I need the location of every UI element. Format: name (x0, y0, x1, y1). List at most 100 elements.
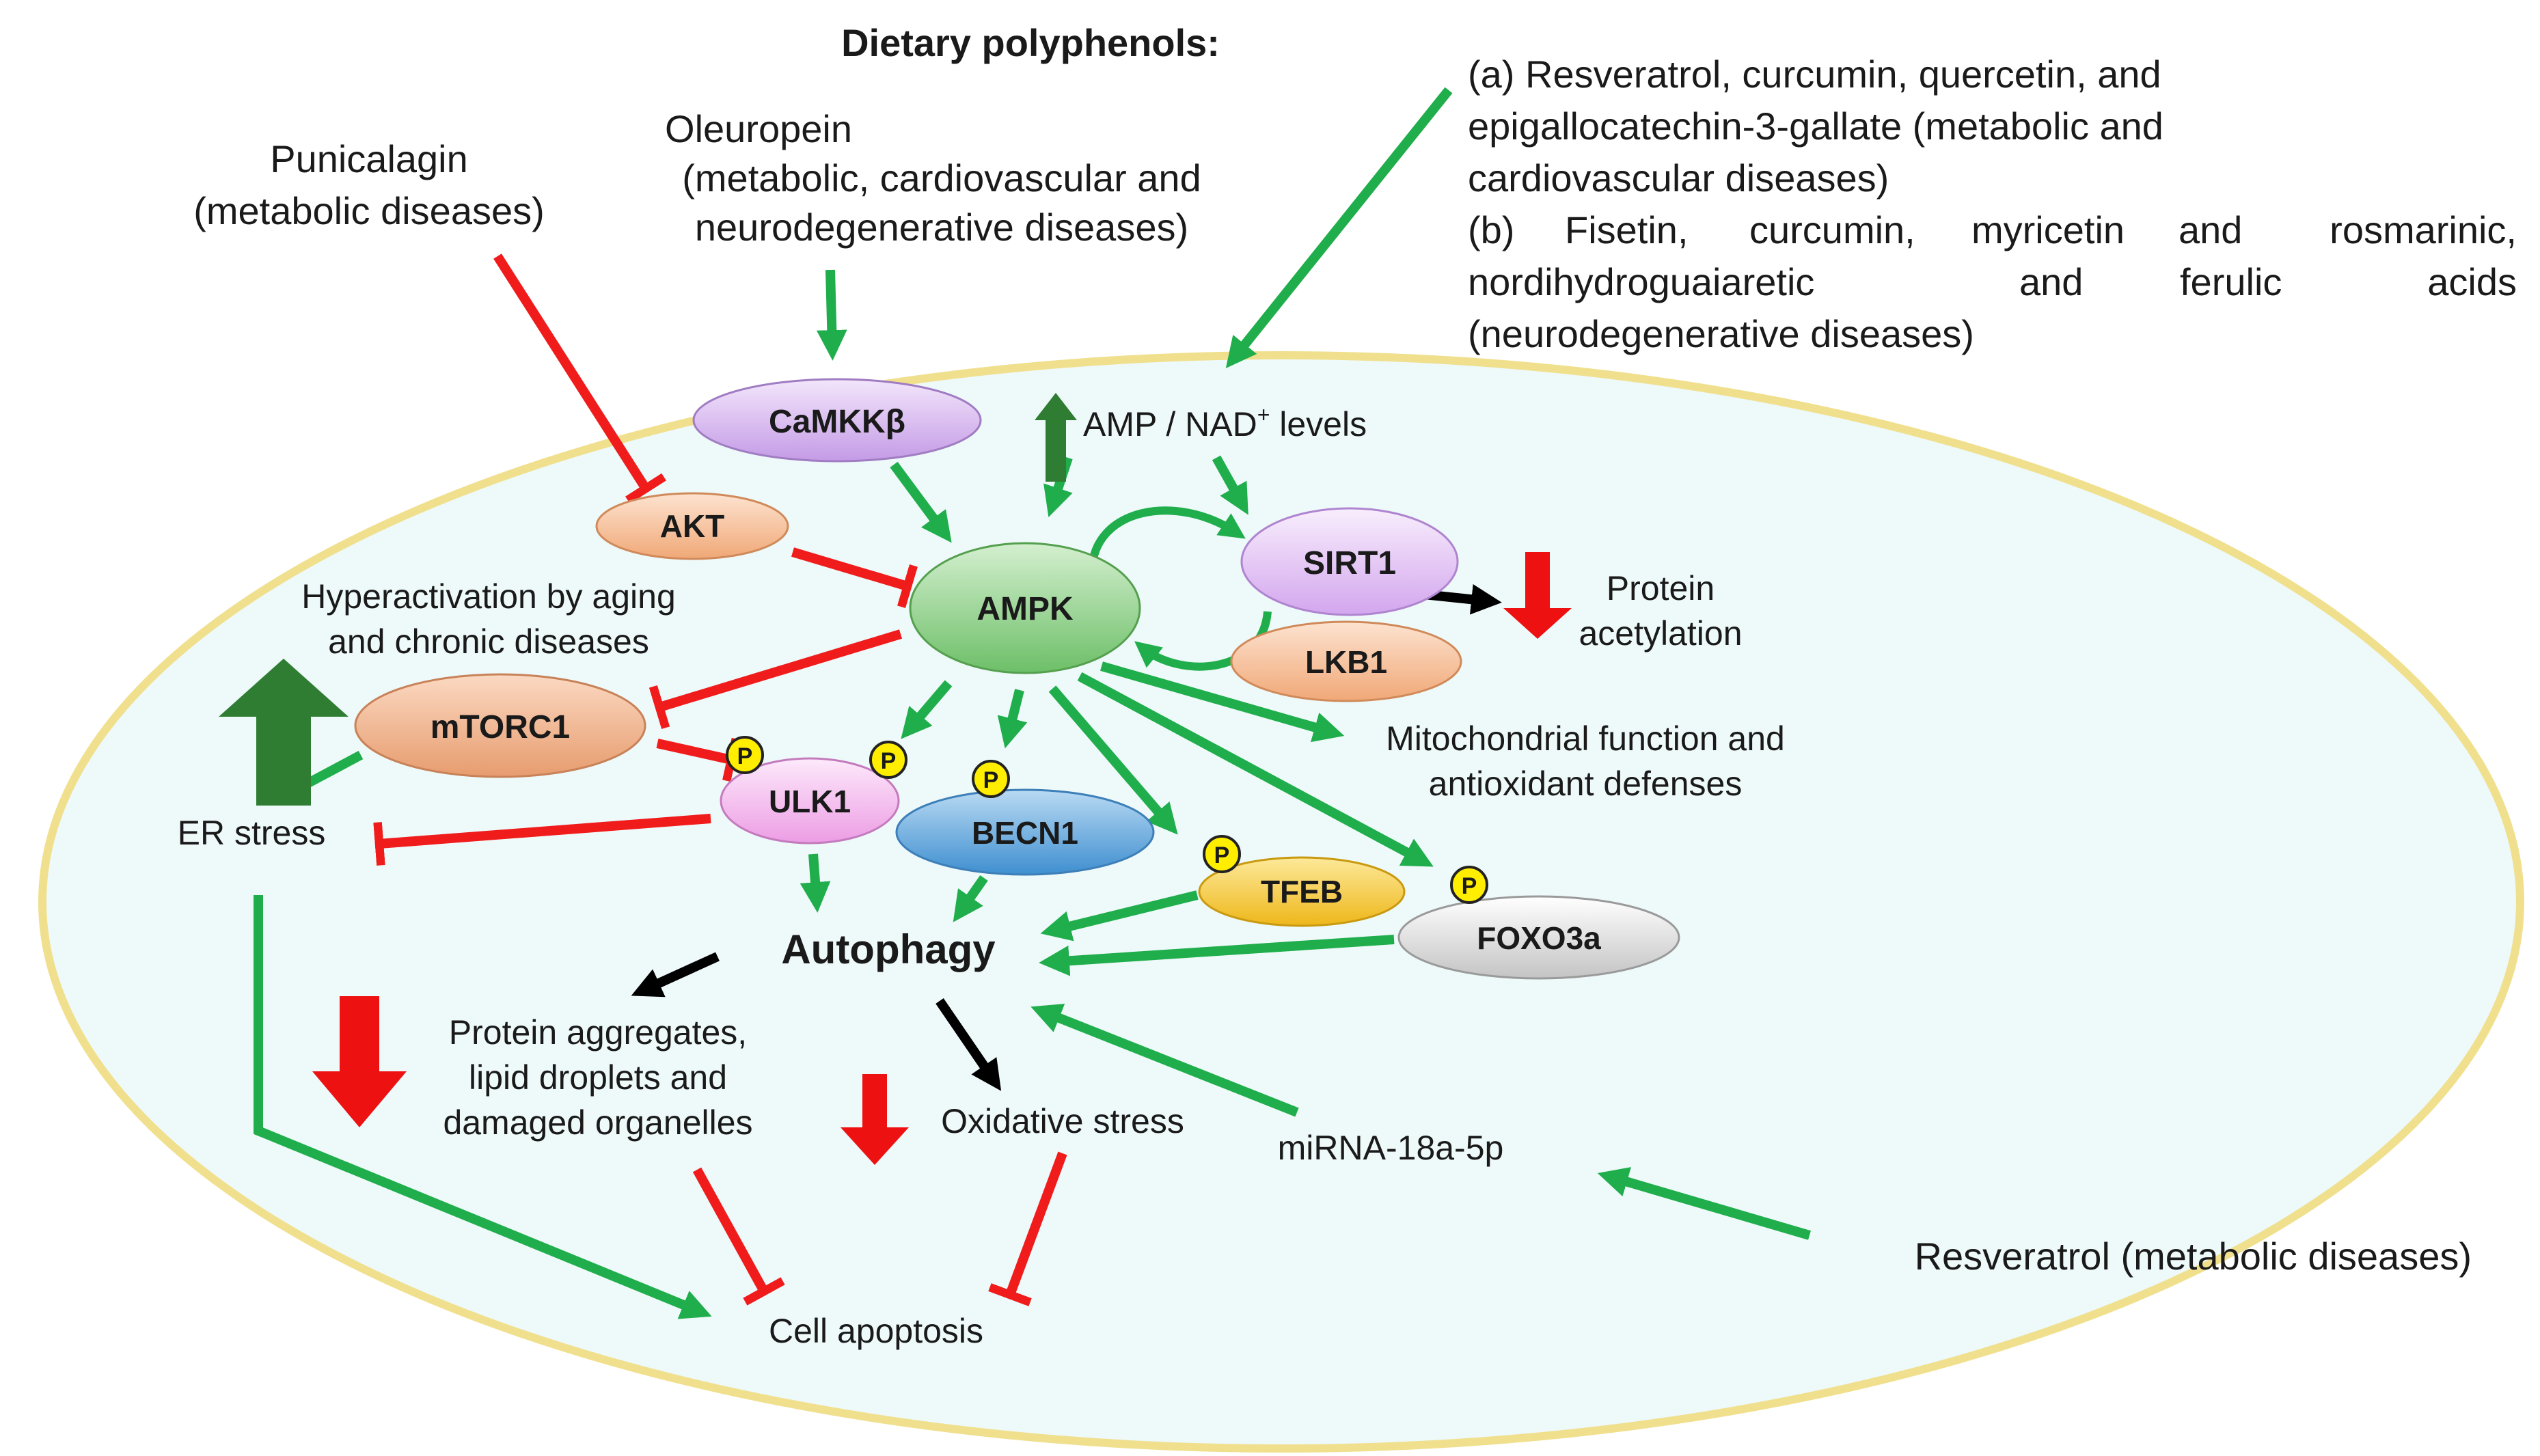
arrow-autophagy-aggregates (631, 952, 720, 998)
svg-text:(metabolic diseases): (metabolic diseases) (193, 189, 545, 232)
arrow-becn1-autophagy (953, 875, 988, 922)
svg-text:Fisetin,: Fisetin, (1565, 208, 1689, 251)
arrow-camkkb-ampk (890, 461, 952, 543)
protein-acetylation-label: Protein acetylation (1579, 569, 1742, 653)
svg-text:Oleuropein: Oleuropein (665, 107, 852, 150)
node-ampk[interactable]: AMPK (909, 542, 1141, 674)
inhibit-ampk-mtorc1 (648, 629, 903, 729)
svg-text:(b): (b) (1468, 208, 1514, 251)
arrow-ulk1-autophagy (800, 853, 831, 913)
increase-arrow-amp-nad (1035, 393, 1077, 482)
decrease-arrow-oxidative (841, 1074, 909, 1165)
node-ulk1[interactable]: ULK1 (720, 757, 900, 844)
inhibit-mtorc1-ulk1 (656, 737, 740, 782)
resveratrol-label: Resveratrol (metabolic diseases) (1915, 1235, 2472, 1278)
svg-text:(a) Resveratrol, curcumin, que: (a) Resveratrol, curcumin, quercetin, an… (1468, 53, 2161, 96)
svg-text:antioxidant defenses: antioxidant defenses (1429, 765, 1743, 803)
svg-text:and: and (2019, 260, 2083, 303)
svg-text:TFEB: TFEB (1261, 874, 1343, 909)
phospho-badge-ulk1-left: P (726, 736, 764, 774)
increase-arrow-mtorc1 (219, 659, 349, 806)
svg-text:nordihydroguaiaretic: nordihydroguaiaretic (1468, 260, 1814, 303)
node-becn1[interactable]: BECN1 (895, 788, 1155, 876)
svg-text:acids: acids (2427, 260, 2517, 303)
decrease-arrow-acetylation (1503, 552, 1572, 639)
svg-text:Protein: Protein (1607, 569, 1715, 607)
svg-text:damaged organelles: damaged organelles (443, 1103, 752, 1142)
svg-text:rosmarinic,: rosmarinic, (2330, 208, 2517, 251)
mirna-label: miRNA-18a-5p (1278, 1129, 1504, 1167)
node-tfeb[interactable]: TFEB (1198, 856, 1406, 927)
loop-ampk-sirt1 (1088, 506, 1246, 571)
svg-text:neurodegenerative diseases): neurodegenerative diseases) (695, 206, 1188, 249)
svg-text:lipid droplets and: lipid droplets and (469, 1058, 727, 1097)
arrow-oleuropein-camkkb (816, 269, 847, 361)
mitochondrial-function-label: Mitochondrial function and antioxidant d… (1386, 719, 1785, 803)
svg-text:AMPK: AMPK (977, 591, 1074, 627)
loop-sirt1-ampk (1134, 611, 1272, 671)
svg-text:(metabolic, cardiovascular and: (metabolic, cardiovascular and (682, 156, 1201, 200)
svg-text:(neurodegenerative diseases): (neurodegenerative diseases) (1468, 312, 1974, 355)
arrow-autophagy-oxidative (936, 998, 1002, 1091)
svg-text:P: P (1214, 842, 1230, 868)
arrow-nad-sirt1 (1212, 455, 1248, 515)
svg-text:FOXO3a: FOXO3a (1477, 920, 1601, 956)
svg-text:acetylation: acetylation (1579, 614, 1742, 653)
node-camkkb[interactable]: CaMKKβ (692, 378, 982, 463)
phospho-badge-tfeb: P (1203, 835, 1241, 873)
svg-text:Punicalagin: Punicalagin (270, 137, 468, 180)
svg-text:CaMKKβ: CaMKKβ (769, 404, 905, 440)
arrow-resveratrol-mirna (1597, 1167, 1811, 1240)
oleuropein-label: Oleuropein (metabolic, cardiovascular an… (665, 107, 1201, 249)
svg-text:and: and (2179, 208, 2242, 251)
decrease-arrow-aggregates (312, 996, 407, 1127)
punicalagin-label: Punicalagin (metabolic diseases) (193, 137, 545, 232)
svg-text:LKB1: LKB1 (1305, 644, 1387, 680)
svg-text:Mitochondrial function and: Mitochondrial function and (1386, 719, 1785, 758)
inhibit-oxidative-apoptosis (988, 1151, 1067, 1306)
node-akt[interactable]: AKT (595, 492, 789, 560)
svg-text:cardiovascular diseases): cardiovascular diseases) (1468, 156, 1889, 200)
arrow-ampk-becn1 (997, 689, 1028, 749)
svg-text:P: P (983, 767, 999, 793)
arrow-mirna-autophagy (1030, 1004, 1299, 1117)
phospho-badge-becn1: P (972, 760, 1010, 798)
svg-text:P: P (881, 748, 897, 774)
polyphenol-group-a-label: (a) Resveratrol, curcumin, quercetin, an… (1468, 53, 2163, 200)
svg-text:Hyperactivation by aging: Hyperactivation by aging (301, 577, 676, 616)
svg-text:mTORC1: mTORC1 (431, 709, 571, 745)
inhibit-akt-ampk (791, 547, 918, 608)
arrow-ampk-foxo3a (1077, 672, 1434, 867)
svg-text:ferulic: ferulic (2180, 260, 2282, 303)
arrow-ampk-mitochondria (1100, 661, 1345, 743)
arrow-ampk-ulk1 (901, 680, 953, 739)
node-sirt1[interactable]: SIRT1 (1240, 507, 1459, 616)
svg-text:myricetin: myricetin (1971, 208, 2125, 251)
svg-text:epigallocatechin-3-gallate (me: epigallocatechin-3-gallate (metabolic an… (1468, 105, 2163, 148)
svg-text:Protein aggregates,: Protein aggregates, (449, 1013, 747, 1052)
node-foxo3a[interactable]: FOXO3a (1397, 895, 1680, 980)
oxidative-stress-label: Oxidative stress (941, 1102, 1184, 1140)
arrow-ampk-tfeb (1048, 685, 1178, 835)
svg-text:curcumin,: curcumin, (1749, 208, 1915, 251)
svg-text:and chronic diseases: and chronic diseases (328, 622, 649, 661)
phospho-badge-ulk1-right: P (869, 741, 907, 779)
svg-text:BECN1: BECN1 (972, 815, 1078, 851)
inhibit-punicalagin-akt (493, 253, 666, 504)
hyperactivation-label: Hyperactivation by aging and chronic dis… (301, 577, 676, 661)
svg-text:P: P (1462, 873, 1477, 899)
arrow-er-stress-apoptosis (254, 895, 712, 1319)
phospho-badge-foxo3a: P (1450, 866, 1488, 904)
inhibit-ulk1-er-stress (373, 814, 711, 866)
svg-text:P: P (737, 743, 753, 769)
node-lkb1[interactable]: LKB1 (1230, 620, 1462, 702)
svg-text:SIRT1: SIRT1 (1303, 545, 1396, 581)
node-mtorc1[interactable]: mTORC1 (354, 673, 646, 778)
svg-text:ULK1: ULK1 (769, 784, 851, 819)
inhibit-aggregates-apoptosis (692, 1167, 785, 1306)
amp-nad-label: AMP / NAD+ levels (1083, 402, 1367, 443)
arrow-tfeb-autophagy (1040, 890, 1199, 942)
arrow-foxo3a-autophagy (1039, 935, 1395, 976)
er-stress-label: ER stress (178, 814, 326, 852)
